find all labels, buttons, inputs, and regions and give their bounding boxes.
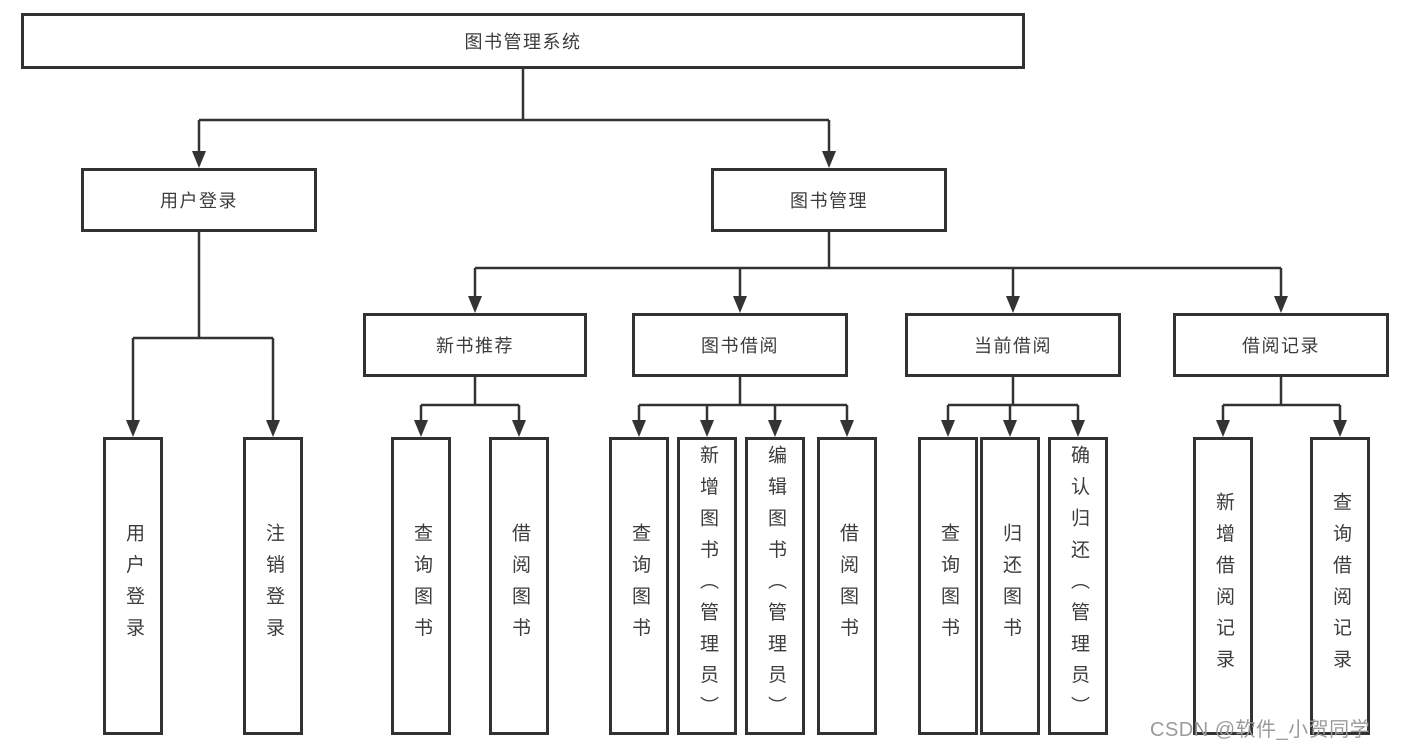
node-root-label: 图书管理系统 [464,32,582,52]
node-current-borrow-label: 当前借阅 [974,336,1052,356]
node-leaf-current-return: 归还图书 [980,437,1040,735]
node-leaf-logout: 注销登录 [243,437,303,735]
node-new-book-recommend: 新书推荐 [363,313,587,377]
node-leaf-user-login-label: 用户登录 [122,523,144,649]
node-leaf-borrow-borrow-label: 借阅图书 [836,523,858,649]
node-leaf-current-return-label: 归还图书 [999,523,1021,649]
node-leaf-record-add-label: 新增借阅记录 [1212,491,1234,681]
node-root: 图书管理系统 [21,13,1025,69]
node-current-borrow: 当前借阅 [905,313,1121,377]
node-borrow-records: 借阅记录 [1173,313,1389,377]
node-new-book-recommend-label: 新书推荐 [436,336,514,356]
node-leaf-newbook-borrow-label: 借阅图书 [508,523,530,649]
node-leaf-borrow-edit-admin: 编辑图书（管理员） [745,437,805,735]
node-leaf-borrow-add-admin-label: 新增图书（管理员） [696,444,718,728]
node-leaf-user-login: 用户登录 [103,437,163,735]
node-leaf-newbook-query: 查询图书 [391,437,451,735]
node-leaf-current-query-label: 查询图书 [937,523,959,649]
node-book-management-label: 图书管理 [790,191,868,211]
node-leaf-record-query: 查询借阅记录 [1310,437,1370,735]
node-leaf-borrow-add-admin: 新增图书（管理员） [677,437,737,735]
node-book-borrow-label: 图书借阅 [701,336,779,356]
node-leaf-borrow-edit-admin-label: 编辑图书（管理员） [764,444,786,728]
node-user-login-label: 用户登录 [160,191,238,211]
node-leaf-current-confirm-admin: 确认归还（管理员） [1048,437,1108,735]
node-leaf-newbook-query-label: 查询图书 [410,523,432,649]
node-leaf-newbook-borrow: 借阅图书 [489,437,549,735]
node-leaf-logout-label: 注销登录 [262,523,284,649]
node-book-borrow: 图书借阅 [632,313,848,377]
node-leaf-current-query: 查询图书 [918,437,978,735]
node-borrow-records-label: 借阅记录 [1242,336,1320,356]
node-user-login: 用户登录 [81,168,317,232]
node-leaf-record-add: 新增借阅记录 [1193,437,1253,735]
node-leaf-current-confirm-admin-label: 确认归还（管理员） [1067,444,1089,728]
node-book-management: 图书管理 [711,168,947,232]
node-leaf-borrow-query-label: 查询图书 [628,523,650,649]
node-leaf-borrow-borrow: 借阅图书 [817,437,877,735]
node-leaf-borrow-query: 查询图书 [609,437,669,735]
csdn-watermark: CSDN @软件_小贺同学 [1150,719,1371,741]
node-leaf-record-query-label: 查询借阅记录 [1329,491,1351,681]
